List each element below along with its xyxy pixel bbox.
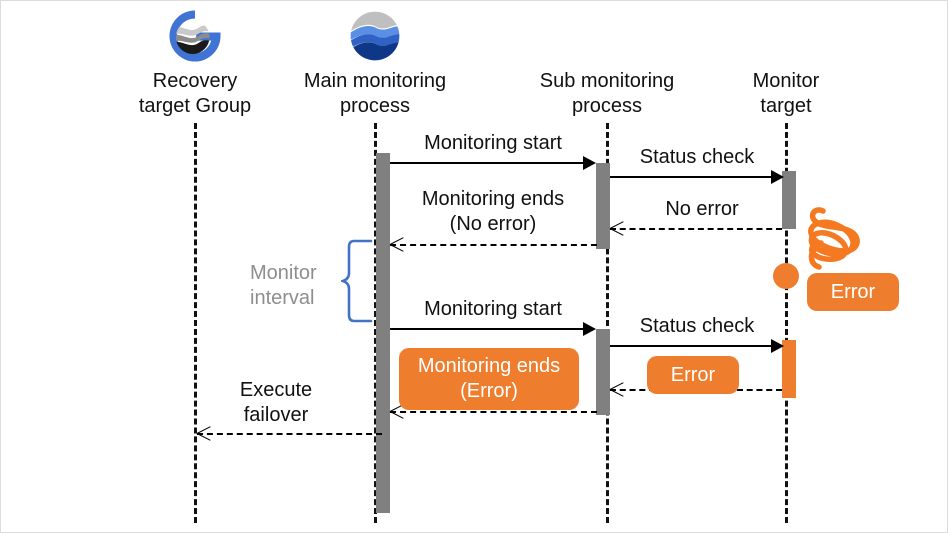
activation-bar-sub-monitoring-first [596, 163, 610, 249]
lifeline-sub-monitoring-process [606, 123, 609, 523]
activation-bar-main-monitoring [376, 153, 390, 513]
error-callout-box-sub-monitoring: Error [647, 356, 739, 394]
monitor-interval-bracket-icon [341, 239, 373, 323]
message-label-execute-failover: Execute failover [239, 379, 313, 426]
message-line-monitoring-start-1 [390, 162, 584, 164]
message-arrowhead-status-check-2 [771, 339, 784, 353]
main-monitoring-logo-icon [350, 11, 400, 61]
message-line-monitoring-ends-no-error [390, 244, 597, 246]
monitor-interval-label: Monitor interval [250, 262, 317, 309]
participant-label-main-monitoring-process: Main monitoring process [303, 70, 447, 117]
monitoring-ends-error-callout-box: Monitoring ends (Error) [399, 348, 579, 410]
message-arrowhead-monitoring-ends-no-error [390, 237, 404, 251]
lifeline-recovery-target-group [194, 123, 197, 523]
lifeline-monitor-target [785, 123, 788, 523]
message-label-monitoring-start-1: Monitoring start [424, 132, 562, 154]
message-arrowhead-monitoring-start-1 [583, 156, 596, 170]
message-line-status-check-1 [610, 176, 773, 178]
participant-label-sub-monitoring-process: Sub monitoring process [539, 70, 675, 117]
message-arrowhead-error-return [610, 382, 624, 396]
participant-label-monitor-target: Monitor target [752, 70, 820, 117]
message-line-monitoring-ends-error [390, 411, 597, 413]
message-label-monitoring-ends-no-error: Monitoring ends (No error) [421, 188, 565, 235]
message-line-no-error-return [610, 228, 782, 230]
error-scribble-icon [808, 207, 860, 270]
error-indicator-dot [773, 263, 799, 289]
recovery-group-logo-icon [169, 10, 221, 62]
message-arrowhead-execute-failover [197, 426, 211, 440]
message-arrowhead-status-check-1 [771, 170, 784, 184]
activation-bar-monitor-target-first [782, 171, 796, 229]
message-arrowhead-no-error-return [610, 221, 624, 235]
message-line-execute-failover [197, 433, 382, 435]
lifeline-main-monitoring-process [374, 123, 377, 523]
error-callout-box-monitor-target: Error [807, 273, 899, 311]
participant-label-recovery-target-group: Recovery target Group [138, 70, 252, 117]
activation-bar-monitor-target-second [782, 340, 796, 398]
message-line-status-check-2 [610, 345, 773, 347]
message-line-monitoring-start-2 [390, 328, 584, 330]
message-label-status-check-2: Status check [639, 315, 755, 337]
message-label-monitoring-start-2: Monitoring start [424, 298, 562, 320]
message-label-status-check-1: Status check [639, 146, 755, 168]
message-label-no-error-return: No error [665, 198, 739, 220]
message-arrowhead-monitoring-start-2 [583, 322, 596, 336]
activation-bar-sub-monitoring-second [596, 329, 610, 415]
